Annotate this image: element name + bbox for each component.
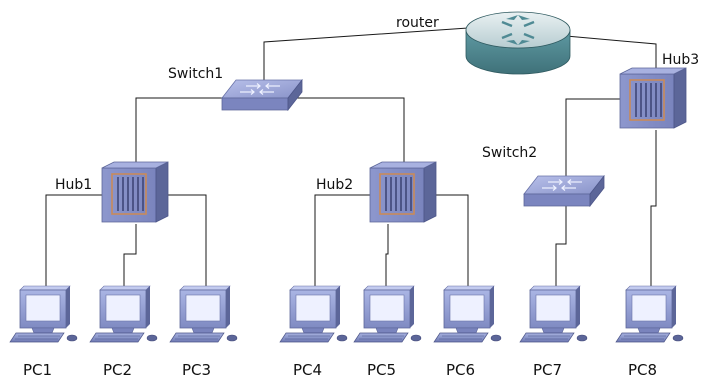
link-switch1-hub2 [296, 97, 405, 163]
pc-2: PC2 [89, 285, 158, 379]
pc-4: PC4 [279, 285, 348, 379]
hub-icon [619, 67, 687, 129]
switch2-label: Switch2 [482, 145, 537, 161]
hub1-device: Hub1 [55, 161, 169, 223]
pc-icon [9, 285, 78, 343]
link-switch2-pc7 [555, 206, 567, 287]
switch1-label: Switch1 [168, 66, 223, 82]
pc-1: PC1 [9, 285, 78, 379]
switch-icon [523, 175, 605, 207]
pc-icon [615, 285, 684, 343]
pc-label: PC4 [293, 361, 322, 379]
hub3-label: Hub3 [662, 52, 699, 68]
hub1-label: Hub1 [55, 177, 92, 193]
pc-label: PC5 [367, 361, 396, 379]
link-hub2-pc4 [314, 194, 371, 287]
pc-icon [519, 285, 588, 343]
router-icon [465, 11, 571, 75]
pc-label: PC8 [628, 361, 657, 379]
hub-icon [101, 161, 169, 223]
switch2-device: Switch2 [482, 145, 605, 207]
link-hub2-pc6 [434, 194, 469, 287]
pc-3: PC3 [169, 285, 238, 379]
pc-label: PC6 [446, 361, 475, 379]
hub-icon [369, 161, 437, 223]
pc-6: PC6 [433, 285, 502, 379]
link-hub1-pc2 [123, 224, 137, 287]
pc-icon [89, 285, 158, 343]
pc-icon [433, 285, 502, 343]
pc-icon [353, 285, 422, 343]
router-label: router [396, 15, 439, 31]
network-links [45, 27, 657, 288]
link-router-hub3 [565, 35, 657, 68]
router-device: router [396, 11, 571, 75]
link-hub1-pc3 [165, 194, 207, 287]
hub3-device: Hub3 [619, 52, 699, 129]
pc-5: PC5 [353, 285, 422, 379]
link-hub1-pc1 [45, 194, 104, 287]
link-hub2-pc5 [385, 224, 389, 287]
pc-label: PC1 [23, 361, 52, 379]
switch1-device: Switch1 [168, 66, 303, 111]
pc-icon [279, 285, 348, 343]
link-switch1-hub1 [135, 97, 224, 163]
switch-icon [221, 79, 303, 111]
pc-7: PC7 [519, 285, 588, 379]
hub2-device: Hub2 [316, 161, 437, 223]
link-hub3-switch2 [565, 98, 620, 176]
pc-icon [169, 285, 238, 343]
pc-label: PC2 [103, 361, 132, 379]
pc-label: PC7 [533, 361, 562, 379]
hub2-label: Hub2 [316, 177, 353, 193]
pc-8: PC8 [615, 285, 684, 379]
link-hub3-pc8 [650, 130, 657, 288]
pc-label: PC3 [182, 361, 211, 379]
link-router-switch1 [263, 27, 469, 80]
